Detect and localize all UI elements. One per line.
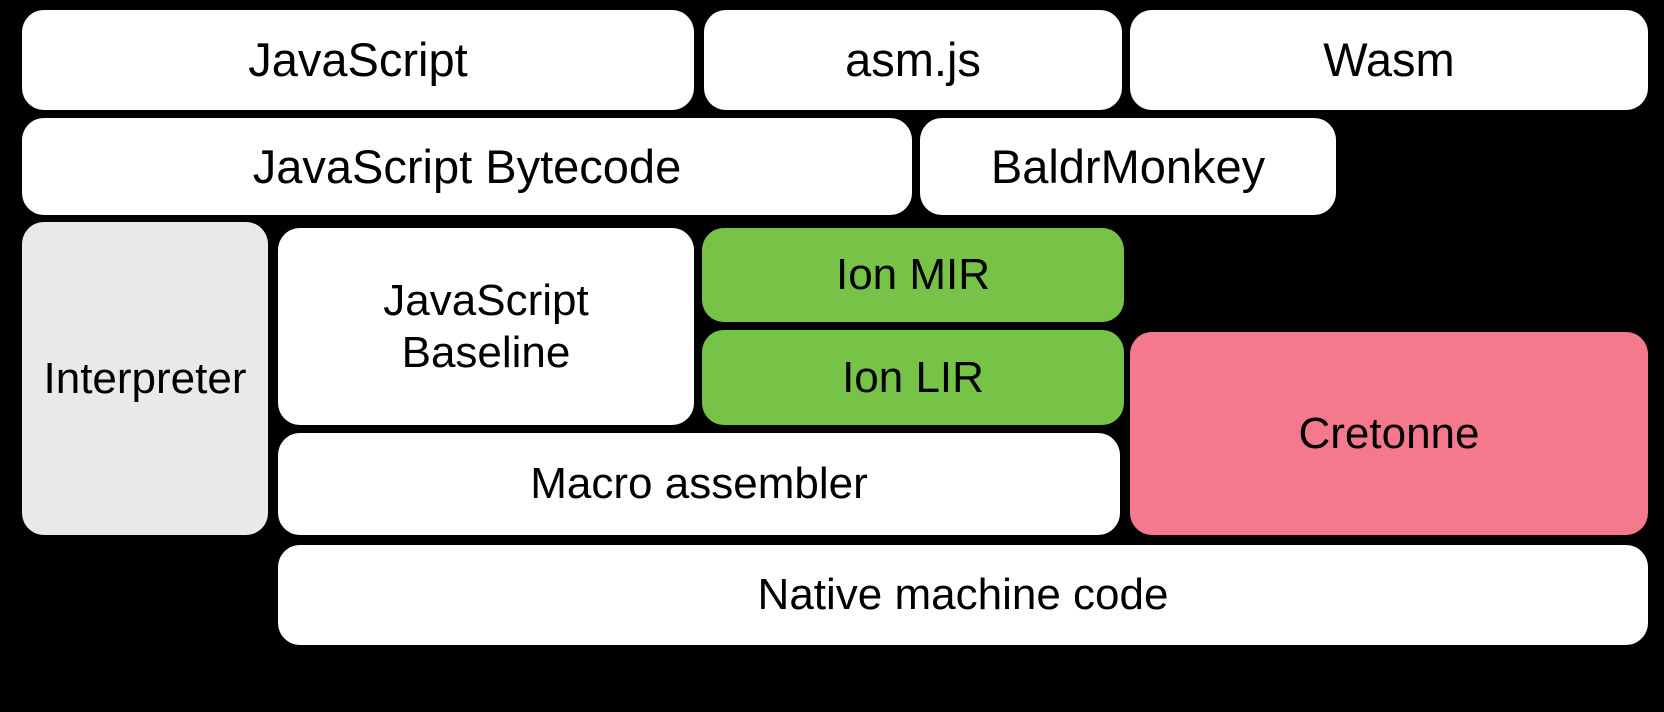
node-ion-lir[interactable]: Ion LIR [702,330,1124,425]
node-javascript-bytecode[interactable]: JavaScript Bytecode [22,118,912,215]
node-macro-assembler[interactable]: Macro assembler [278,433,1120,535]
node-native-machine-code[interactable]: Native machine code [278,545,1648,645]
node-javascript[interactable]: JavaScript [22,10,694,110]
node-asm-js[interactable]: asm.js [704,10,1122,110]
node-wasm[interactable]: Wasm [1130,10,1648,110]
node-interpreter[interactable]: Interpreter [22,222,268,535]
node-baldrmonkey[interactable]: BaldrMonkey [920,118,1336,215]
node-cretonne[interactable]: Cretonne [1130,332,1648,535]
node-ion-mir[interactable]: Ion MIR [702,228,1124,322]
node-javascript-baseline[interactable]: JavaScript Baseline [278,228,694,425]
